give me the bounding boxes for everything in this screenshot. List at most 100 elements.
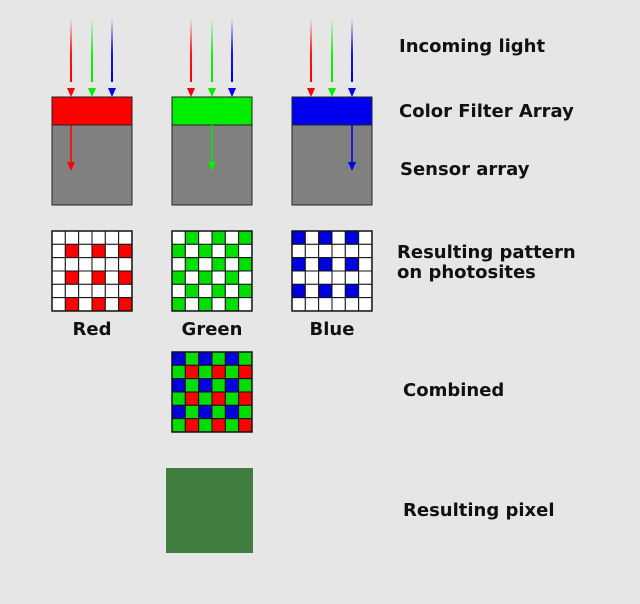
- pattern-red-cell-0-0: [51, 230, 66, 245]
- pattern-combined-cell-4-5: [238, 404, 253, 420]
- pattern-combined-cell-1-2: [198, 364, 213, 380]
- pattern-green-cell-4-2: [198, 283, 213, 299]
- pattern-green-cell-1-5: [238, 243, 253, 259]
- pattern-green-cell-1-4: [224, 243, 240, 259]
- ray-red-col-green-arrowhead: [88, 88, 96, 97]
- pattern-blue-cell-2-4: [344, 257, 360, 272]
- pattern-red-cell-3-0: [51, 270, 66, 285]
- pattern-blue-cell-4-1: [304, 283, 320, 299]
- pattern-combined-cell-1-4: [224, 364, 240, 380]
- pattern-green-cell-3-4: [224, 270, 240, 285]
- pattern-green-cell-0-4: [224, 230, 240, 245]
- pattern-red-cell-5-0: [51, 297, 66, 312]
- pattern-green-cell-3-2: [198, 270, 213, 285]
- ray-green-col-red: [190, 18, 192, 82]
- pattern-blue-cell-3-0: [291, 270, 306, 285]
- pattern-blue-cell-5-4: [344, 297, 360, 312]
- pattern-red-cell-1-3: [91, 243, 106, 259]
- pattern-blue-cell-3-4: [344, 270, 360, 285]
- pattern-blue-cell-0-0: [291, 230, 306, 245]
- pattern-combined-cell-2-4: [224, 378, 240, 393]
- pattern-combined-border: [171, 351, 253, 433]
- pattern-red-cell-0-2: [78, 230, 93, 245]
- pattern-combined-cell-5-2: [198, 418, 213, 433]
- pattern-green-cell-2-1: [184, 257, 200, 272]
- pattern-combined-cell-2-2: [198, 378, 213, 393]
- pattern-blue-cell-1-5: [358, 243, 373, 259]
- color-filter-array-label: Color Filter Array: [399, 101, 574, 122]
- pattern-green-cell-3-0: [171, 270, 186, 285]
- ray-red-col-blue-arrowhead: [108, 88, 116, 97]
- pattern-red-border: [51, 230, 133, 312]
- pattern-green-cell-2-3: [211, 257, 226, 272]
- pattern-red-cell-0-5: [118, 230, 133, 245]
- pattern-green-cell-4-3: [211, 283, 226, 299]
- pattern-red-cell-4-1: [64, 283, 80, 299]
- ray-blue-col-blue: [351, 18, 353, 82]
- pattern-blue-cell-2-0: [291, 257, 306, 272]
- pattern-red-cell-4-4: [104, 283, 120, 299]
- pattern-green-cell-1-3: [211, 243, 226, 259]
- filter-red: [51, 96, 133, 126]
- incoming-light-rays: [67, 18, 356, 97]
- pattern-red-cell-2-1: [64, 257, 80, 272]
- pattern-blue-cell-1-1: [304, 243, 320, 259]
- pattern-red-cell-0-1: [64, 230, 80, 245]
- pattern-combined-cell-0-3: [211, 351, 226, 366]
- pattern-red-cell-2-4: [104, 257, 120, 272]
- ray-red-col-blue: [111, 18, 113, 82]
- passed-ray-blue-arrowhead: [348, 162, 356, 171]
- pattern-red-cell-1-5: [118, 243, 133, 259]
- incoming-light-label: Incoming light: [399, 36, 546, 57]
- column-label-blue: Blue: [309, 319, 355, 340]
- combined-pattern: [171, 351, 253, 433]
- resulting-pixel-swatch: [166, 468, 253, 553]
- pattern-combined-cell-3-1: [184, 391, 200, 406]
- pattern-green-cell-0-0: [171, 230, 186, 245]
- pattern-red-cell-2-0: [51, 257, 66, 272]
- pattern-green-cell-3-5: [238, 270, 253, 285]
- ray-green-col-blue-arrowhead: [228, 88, 236, 97]
- pattern-red-cell-4-5: [118, 283, 133, 299]
- pattern-combined-cell-2-0: [171, 378, 186, 393]
- pattern-green-cell-2-5: [238, 257, 253, 272]
- pattern-red-cell-0-3: [91, 230, 106, 245]
- ray-green-col-green-arrowhead: [208, 88, 216, 97]
- resulting-pixel: [166, 468, 253, 553]
- resulting-pixel-label: Resulting pixel: [403, 500, 555, 521]
- ray-blue-col-green-arrowhead: [328, 88, 336, 97]
- ray-blue-col-blue-arrowhead: [348, 88, 356, 97]
- pattern-blue-cell-2-1: [304, 257, 320, 272]
- pattern-combined-cell-3-3: [211, 391, 226, 406]
- pattern-combined: [171, 351, 253, 433]
- pattern-combined-cell-1-1: [184, 364, 200, 380]
- pattern-red-cell-1-0: [51, 243, 66, 259]
- pattern-red-cell-5-5: [118, 297, 133, 312]
- column-label-green: Green: [181, 319, 243, 340]
- pattern-green-cell-0-2: [198, 230, 213, 245]
- pattern-green-cell-5-1: [184, 297, 200, 312]
- pattern-green-cell-1-1: [184, 243, 200, 259]
- pattern-combined-cell-3-4: [224, 391, 240, 406]
- pattern-red-cell-2-2: [78, 257, 93, 272]
- resulting-pattern-label: Resulting pattern on photosites: [397, 242, 576, 283]
- pattern-green-cell-0-3: [211, 230, 226, 245]
- pattern-combined-cell-2-3: [211, 378, 226, 393]
- pattern-red-cell-4-0: [51, 283, 66, 299]
- pattern-combined-cell-4-0: [171, 404, 186, 420]
- pattern-green: [171, 230, 253, 312]
- pattern-blue-cell-2-5: [358, 257, 373, 272]
- ray-red-col-red: [70, 18, 72, 82]
- pattern-red-cell-3-3: [91, 270, 106, 285]
- pattern-combined-cell-0-4: [224, 351, 240, 366]
- pattern-green-cell-5-4: [224, 297, 240, 312]
- pattern-blue-cell-5-3: [331, 297, 346, 312]
- pattern-red-cell-4-3: [91, 283, 106, 299]
- pattern-combined-cell-1-0: [171, 364, 186, 380]
- pattern-combined-cell-4-3: [211, 404, 226, 420]
- pattern-red-cell-1-1: [64, 243, 80, 259]
- column-label-red: Red: [72, 319, 112, 340]
- passed-ray-red-arrowhead: [67, 162, 75, 171]
- pattern-green-cell-3-3: [211, 270, 226, 285]
